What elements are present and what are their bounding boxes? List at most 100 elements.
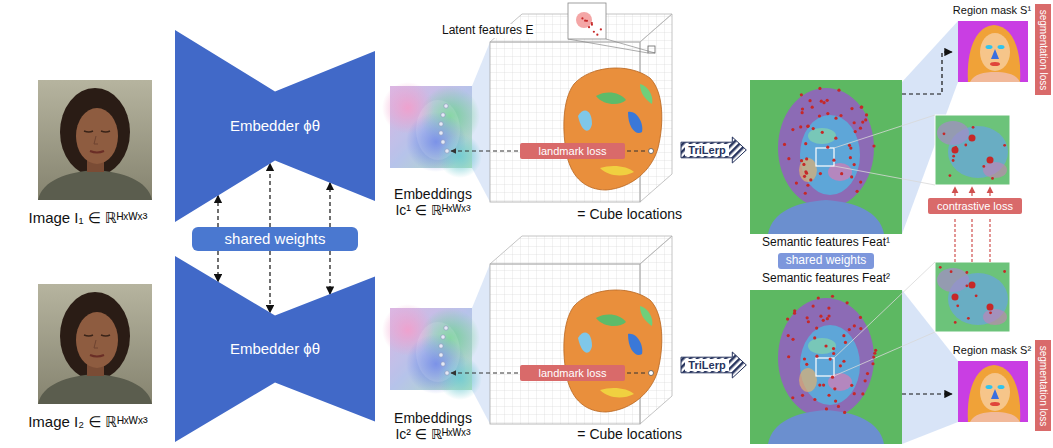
feature-dot — [956, 304, 959, 307]
feature-dot — [866, 372, 869, 375]
feature-dot — [791, 396, 794, 399]
feature-dot — [813, 398, 816, 401]
feature-dot — [842, 360, 845, 363]
input-image: Image I₂ ∈ ℝᴴˣᵂˣ³ — [6, 282, 170, 430]
feature-dot — [975, 294, 978, 297]
feature-dot — [795, 181, 798, 184]
feature-dot — [805, 157, 808, 160]
feature-dot — [832, 347, 835, 350]
image-caption: = Cube locations — [577, 206, 682, 222]
feature-dot — [853, 163, 856, 166]
feature-map: Semantic features Feat¹ — [750, 80, 902, 250]
feature-dot — [826, 146, 829, 149]
feature-dot — [827, 394, 830, 397]
feature-dot — [801, 107, 804, 110]
feature-dot — [786, 317, 789, 320]
feature-dot — [952, 155, 955, 158]
dashed-arrow — [329, 251, 330, 294]
feature-dot — [859, 127, 862, 130]
feature-dot — [806, 125, 809, 128]
image-caption: Image I₁ ∈ ℝᴴˣᵂˣ³ — [29, 209, 148, 226]
feature-dot — [859, 327, 862, 330]
feature-dot — [833, 387, 836, 390]
feature-dot — [803, 175, 806, 178]
feature-dot — [822, 319, 825, 322]
image-caption: Semantic features Feat¹ — [762, 236, 890, 250]
image-caption: Embeddings — [394, 186, 472, 202]
feature-dot — [821, 131, 824, 134]
feature-dot — [799, 125, 802, 128]
feature-dot — [848, 144, 851, 147]
feature-dot — [812, 127, 815, 130]
feature-dot — [783, 143, 786, 146]
loss-label: contrastive loss — [937, 200, 1013, 213]
feature-dot — [972, 126, 975, 129]
image-caption: = Cube locations — [577, 426, 682, 442]
feature-dot — [787, 157, 790, 160]
image-caption: Region mask S¹ — [953, 4, 1031, 17]
feature-dot — [807, 320, 810, 323]
feature-dot — [825, 407, 828, 410]
feature-dot — [805, 172, 808, 175]
embedding-map: EmbeddingsIᴄ² ∈ ℝᴴˣᵂˣ³ — [386, 302, 480, 442]
loss-box-vertical: segmentation loss — [1035, 340, 1051, 431]
feature-dot — [846, 301, 849, 304]
feature-dot — [804, 192, 807, 195]
embedder-trapezoid — [175, 256, 375, 442]
feature-dot — [826, 99, 829, 102]
feature-dot — [943, 132, 946, 135]
feature-dot — [853, 392, 856, 395]
feature-dot — [834, 399, 837, 402]
feature-dot — [793, 312, 796, 315]
feature-dot — [812, 305, 815, 308]
latent-dot — [596, 34, 598, 36]
latent-dot — [600, 28, 602, 30]
feature-dot — [832, 352, 835, 355]
feature-dot — [939, 266, 942, 269]
arrow-label: TriLerp — [685, 359, 728, 372]
feature-dot — [805, 363, 808, 366]
feature-dot — [860, 106, 863, 109]
annotation-label: Latent features E — [440, 24, 535, 38]
feature-dot — [991, 177, 994, 180]
feature-dot — [800, 93, 803, 96]
feature-dot — [871, 362, 874, 365]
feature-dot — [822, 101, 825, 104]
feature-dot — [804, 142, 807, 145]
feature-dot — [801, 394, 804, 397]
region-mask: Region mask S¹ — [952, 4, 1032, 84]
dashed-arrow — [329, 183, 330, 227]
feature-dot — [856, 190, 859, 193]
dashed-arrow — [269, 164, 270, 227]
feature-dot — [819, 172, 822, 175]
feature-dot — [827, 314, 830, 317]
feature-map: Semantic features Feat² — [750, 272, 902, 444]
input-image: Image I₁ ∈ ℝᴴˣᵂˣ³ — [6, 80, 170, 226]
network-label: Embedder ϕθ — [230, 340, 320, 357]
loss-box: landmark loss — [520, 365, 625, 381]
feature-dot — [860, 105, 863, 108]
feature-dot — [800, 159, 803, 162]
feature-dot — [826, 112, 829, 115]
feature-dot — [952, 294, 959, 301]
feature-dot — [819, 315, 822, 318]
feature-dot — [952, 159, 955, 162]
feature-dot — [822, 384, 825, 387]
feature-dot — [787, 355, 790, 358]
feature-dot — [815, 355, 818, 358]
feature-dot — [859, 180, 862, 183]
embedder-network: Embedder ϕθ — [175, 30, 375, 222]
embedding-map: EmbeddingsIᴄ¹ ∈ ℝᴴˣᵂˣ³ — [386, 86, 480, 218]
feature-dot — [987, 304, 994, 311]
latent-dot — [591, 24, 593, 26]
feature-dot — [831, 295, 834, 298]
loss-box: contrastive loss — [928, 198, 1022, 214]
loss-box: landmark loss — [520, 143, 625, 159]
feature-dot — [949, 174, 952, 177]
feature-dot — [950, 270, 953, 273]
feature-dot — [850, 107, 853, 110]
loss-label: landmark loss — [539, 367, 607, 380]
feature-dot — [849, 156, 852, 159]
feature-dot — [982, 165, 985, 168]
dashed-arrow — [902, 52, 952, 94]
